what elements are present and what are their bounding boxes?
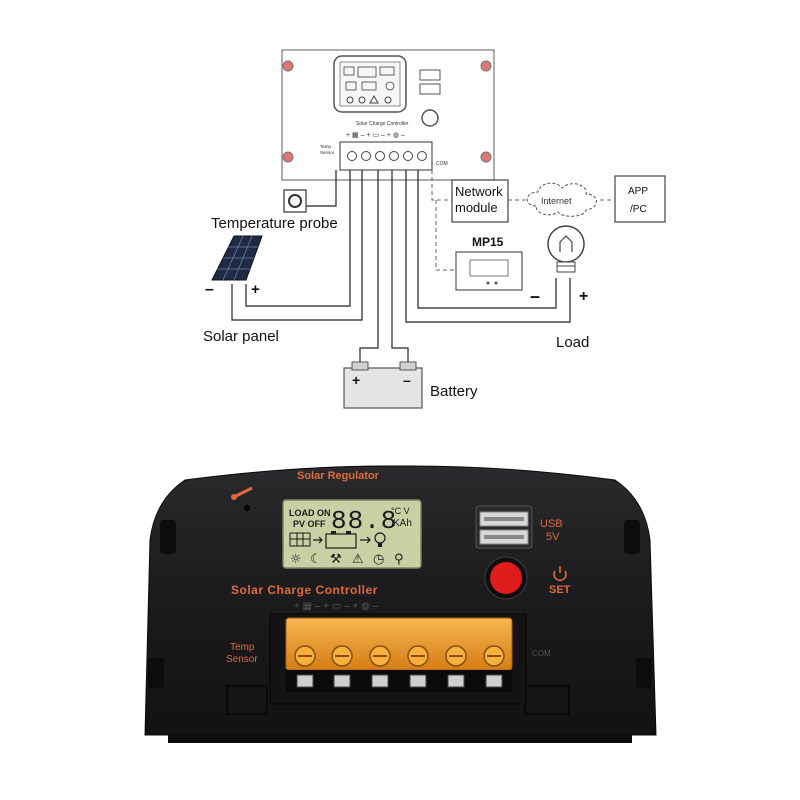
solar-panel-label: Solar panel <box>203 328 279 345</box>
lcd-clock-icon: ◷ <box>373 552 384 567</box>
wiring <box>231 170 571 362</box>
power-icon <box>553 566 567 582</box>
drawing-temp-line2: Sensor <box>320 150 335 155</box>
load-minus-sign: – <box>530 286 540 306</box>
device-front-label: Solar Charge Controller <box>231 583 378 597</box>
mp15-meter: MP15 <box>455 235 523 291</box>
lcd-digits: 88.8 <box>331 506 397 536</box>
temperature-probe-label: Temperature probe <box>211 215 338 232</box>
drawing-caption: Solar Charge Controller <box>356 121 409 127</box>
load-label: Load <box>556 334 589 351</box>
terminal-screws <box>294 645 505 667</box>
pc-label: /PC <box>630 204 647 215</box>
drawing-temp-line1: Temp <box>320 144 332 149</box>
solar-plus-sign: + <box>251 281 260 298</box>
lcd-wrench-icon: ⚒ <box>330 552 342 567</box>
lcd-load-on: LOAD ON <box>289 508 331 518</box>
temp-sensor-label-2: Sensor <box>226 654 258 665</box>
internet-cloud-icon: Internet <box>526 182 597 217</box>
svg-text:+ ▦ – + ▭ – + ◍ –: + ▦ – + ▭ – + ◍ – <box>346 132 405 139</box>
app-label: APP <box>628 186 648 197</box>
lcd-sun-icon: ☼ <box>290 552 302 567</box>
usb-label: USB <box>540 518 563 530</box>
lcd-arrow-icon-2 <box>360 536 371 544</box>
light-bulb-icon <box>547 225 585 273</box>
lcd-unit-top: °C V <box>391 506 410 516</box>
battery-label: Battery <box>430 383 478 400</box>
temp-sensor-label-1: Temp <box>230 642 255 653</box>
lcd-lamp-icon: ⚲ <box>394 552 404 567</box>
solar-panel-icon <box>211 235 263 281</box>
battery-plus-sign: + <box>352 372 360 388</box>
device-top-label: Solar Regulator <box>297 470 380 482</box>
charge-controller-device: Solar Regulator LOAD ON PV OFF 88.8 °C V… <box>144 465 657 743</box>
svg-text:+ ▦ – + ▭ – + ◍ –: + ▦ – + ▭ – + ◍ – <box>294 601 378 612</box>
network-module: Network module <box>451 179 509 223</box>
lcd-arrow-icon <box>313 536 323 544</box>
lcd-pv-off: PV OFF <box>293 519 326 529</box>
network-module-label-1: Network <box>455 184 503 199</box>
usb-voltage-label: 5V <box>546 531 560 543</box>
lcd-display: LOAD ON PV OFF 88.8 °C V KAh <box>282 499 422 569</box>
battery-minus-sign: – <box>403 372 411 388</box>
controller-drawing: Solar Charge Controller + ▦ – + ▭ – + ◍ … <box>281 49 495 181</box>
internet-label: Internet <box>541 196 572 206</box>
temperature-probe-icon <box>283 189 307 213</box>
mp15-label: MP15 <box>472 235 504 249</box>
thermometer-icon <box>231 486 253 500</box>
load-plus-sign: + <box>579 288 588 305</box>
lcd-panel-icon <box>289 532 311 547</box>
lcd-warning-icon: ⚠ <box>352 552 364 567</box>
set-button[interactable] <box>490 562 522 594</box>
battery-icon: + – <box>343 361 423 409</box>
solar-minus-sign: – <box>205 281 214 298</box>
lcd-battery-icon <box>325 531 357 549</box>
drawing-com: COM <box>436 161 448 167</box>
com-label: COM <box>532 649 551 658</box>
lcd-bulb-icon <box>374 532 386 547</box>
lcd-moon-icon: ☾ <box>310 552 322 567</box>
app-pc-box: APP /PC <box>614 175 666 223</box>
usb-ports[interactable] <box>475 505 533 549</box>
set-label: SET <box>549 584 571 596</box>
terminal-openings <box>296 674 503 688</box>
data-wiring <box>431 170 615 271</box>
lcd-unit-bottom: KAh <box>393 518 412 529</box>
network-module-label-2: module <box>455 200 498 215</box>
